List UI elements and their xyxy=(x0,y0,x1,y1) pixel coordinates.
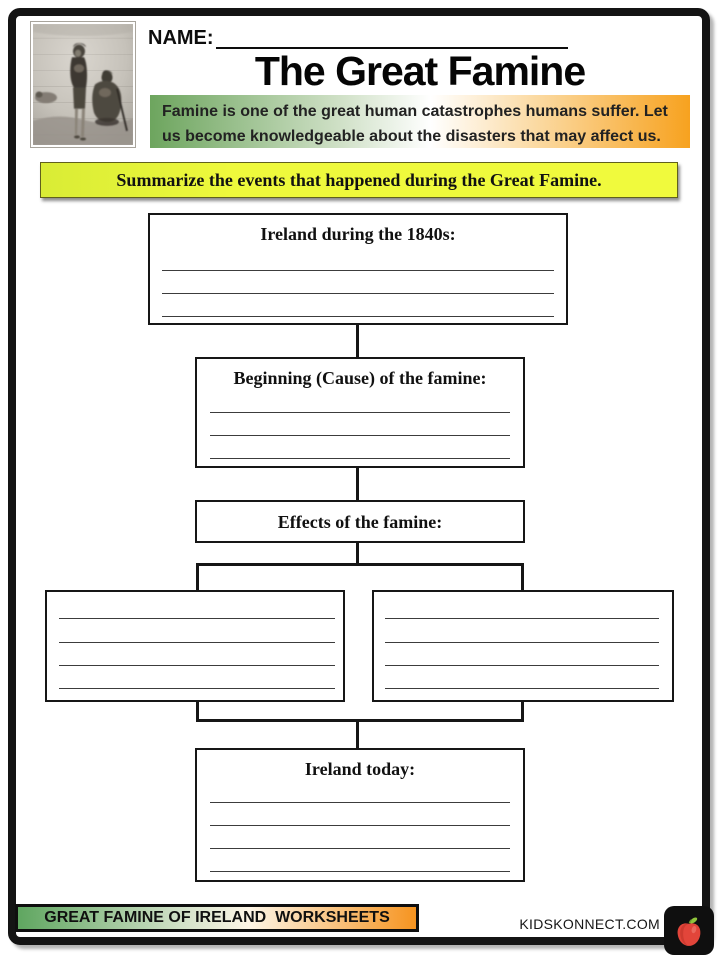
node-title: Beginning (Cause) of the famine: xyxy=(233,368,487,388)
write-line[interactable] xyxy=(210,435,510,436)
instruction-banner: Summarize the events that happened durin… xyxy=(40,162,678,198)
name-label: NAME: xyxy=(148,27,214,49)
connector-line xyxy=(356,542,359,566)
write-line[interactable] xyxy=(210,458,510,459)
connector-line xyxy=(196,719,524,722)
write-line[interactable] xyxy=(385,642,659,643)
footer-banner: GREAT FAMINE OF IRELAND WORKSHEETS xyxy=(15,904,419,932)
write-line[interactable] xyxy=(210,412,510,413)
write-line[interactable] xyxy=(59,665,335,666)
page-border-frame xyxy=(8,8,710,945)
write-line[interactable] xyxy=(385,665,659,666)
connector-line xyxy=(196,563,524,566)
connector-line xyxy=(356,467,359,501)
write-line[interactable] xyxy=(210,802,510,803)
connector-line xyxy=(521,700,524,722)
node-ireland-today: Ireland today: xyxy=(195,748,525,882)
write-line[interactable] xyxy=(385,618,659,619)
write-line[interactable] xyxy=(385,688,659,689)
engraving-illustration xyxy=(33,24,133,145)
write-line[interactable] xyxy=(59,688,335,689)
node-title: Ireland during the 1840s: xyxy=(260,224,456,244)
write-line[interactable] xyxy=(59,618,335,619)
kidskonnect-logo-badge xyxy=(664,906,714,955)
famine-engraving-image xyxy=(30,21,136,148)
write-line[interactable] xyxy=(162,293,554,294)
write-line[interactable] xyxy=(162,270,554,271)
write-line[interactable] xyxy=(210,825,510,826)
node-effect-right xyxy=(372,590,674,702)
write-line[interactable] xyxy=(210,871,510,872)
write-line[interactable] xyxy=(59,642,335,643)
site-url-text: KIDSKONNECT.COM xyxy=(519,916,660,932)
node-effect-left xyxy=(45,590,345,702)
write-line[interactable] xyxy=(162,316,554,317)
node-beginning-cause: Beginning (Cause) of the famine: xyxy=(195,357,525,468)
connector-line xyxy=(356,324,359,358)
connector-line xyxy=(356,719,359,750)
intro-banner: Famine is one of the great human catastr… xyxy=(150,95,690,148)
node-title: Effects of the famine: xyxy=(277,512,443,532)
write-line[interactable] xyxy=(210,848,510,849)
worksheet-title: The Great Famine xyxy=(254,48,586,94)
node-effects: Effects of the famine: xyxy=(195,500,525,543)
connector-line xyxy=(521,563,524,592)
name-fill-in-line[interactable] xyxy=(216,30,568,49)
node-ireland-1840s: Ireland during the 1840s: xyxy=(148,213,568,325)
connector-line xyxy=(196,700,199,722)
connector-line xyxy=(196,563,199,592)
node-title: Ireland today: xyxy=(304,759,416,779)
apple-icon xyxy=(677,917,701,946)
